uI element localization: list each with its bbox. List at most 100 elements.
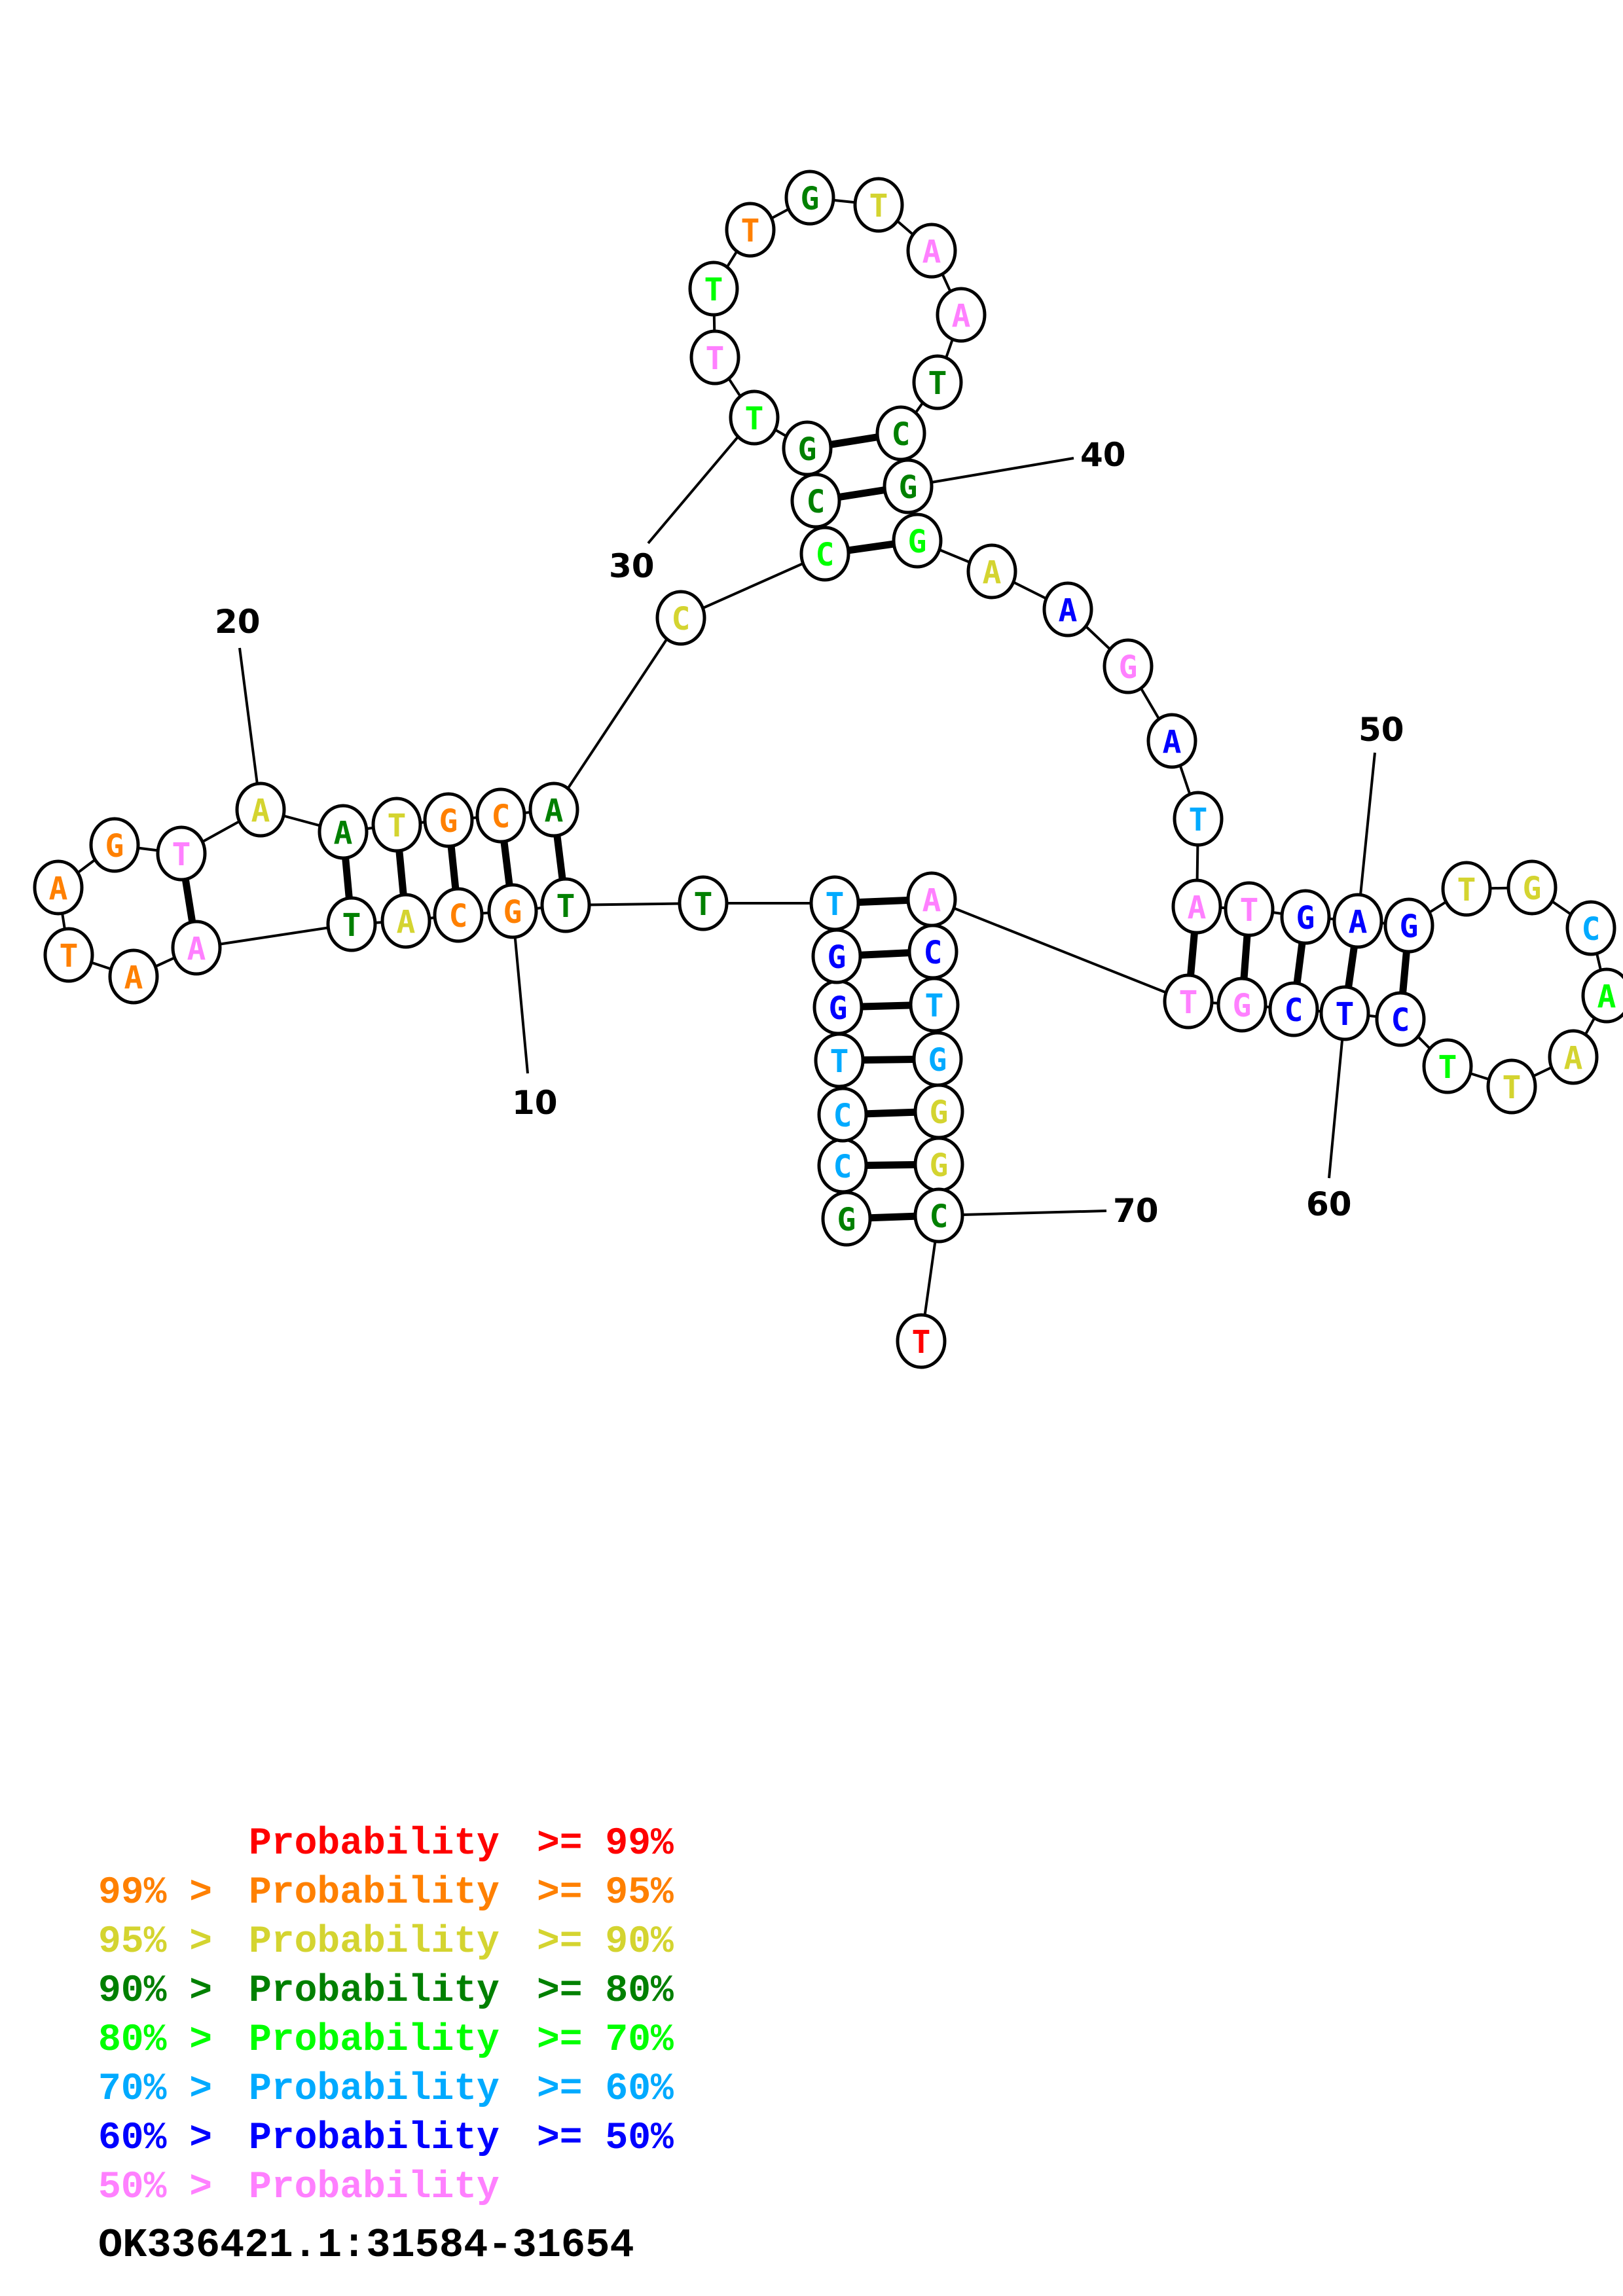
nucleotide: T xyxy=(896,1313,947,1369)
legend-mid: Probability xyxy=(249,2166,500,2209)
nucleotide: C xyxy=(1565,900,1616,956)
nucleotide: T xyxy=(1319,985,1370,1041)
nucleotide-letter: T xyxy=(60,938,79,975)
nucleotide-circle xyxy=(1171,878,1222,935)
nucleotide: G xyxy=(89,817,140,873)
nucleotide-circle xyxy=(1268,981,1319,1037)
legend-row: 99% > Probability >= 95% xyxy=(98,1869,733,1918)
nucleotide: T xyxy=(540,877,591,933)
nucleotide: C xyxy=(433,887,484,943)
nucleotide-letter: A xyxy=(1349,904,1368,941)
nucleotide-circle xyxy=(1581,967,1623,1024)
nucleotide-letter: T xyxy=(1189,802,1208,838)
nucleotide-circle xyxy=(1319,985,1370,1041)
nucleotide: A xyxy=(906,223,957,279)
nucleotide-circle xyxy=(1280,889,1331,945)
nucleotide-circle xyxy=(156,825,207,882)
nucleotide-letter: G xyxy=(801,181,820,217)
nucleotide-letter: A xyxy=(49,870,68,907)
nucleotide-letter: T xyxy=(745,401,764,437)
legend-mid: Probability xyxy=(249,1921,500,1964)
nucleotide-letter: A xyxy=(545,793,564,829)
nucleotide-letter: T xyxy=(925,988,944,1024)
nucleotide-letter: C xyxy=(1391,1002,1410,1039)
nucleotide-circle xyxy=(433,887,484,943)
nucleotide: A xyxy=(171,920,222,976)
nucleotide-circle xyxy=(380,893,431,949)
nucleotide-circle xyxy=(1224,881,1275,937)
legend-mid: Probability xyxy=(249,2117,500,2160)
nucleotide-circle xyxy=(688,260,739,317)
nucleotide-circle xyxy=(784,170,835,226)
nucleotide: T xyxy=(1224,881,1275,937)
nucleotide: T xyxy=(1441,861,1492,917)
nucleotide-letter: A xyxy=(952,298,971,334)
nucleotide: T xyxy=(729,389,780,446)
legend-left: 50% > xyxy=(98,2166,213,2209)
nucleotide-letter: C xyxy=(833,1149,852,1185)
nucleotide-circle xyxy=(371,797,422,853)
nucleotide-circle xyxy=(528,781,579,838)
nucleotide-letter: C xyxy=(1285,992,1304,1029)
nucleotide-circle xyxy=(1506,859,1558,916)
nucleotide: A xyxy=(380,893,431,949)
nucleotide-letter: C xyxy=(924,935,943,971)
nucleotide-circle xyxy=(326,896,377,952)
nucleotide: T xyxy=(809,875,860,931)
nucleotide-letter: A xyxy=(1163,724,1182,761)
nucleotide-letter: A xyxy=(124,960,143,996)
nucleotide-letter: G xyxy=(1523,870,1542,907)
nucleotide-letter: G xyxy=(837,1202,856,1238)
nucleotide-letter: C xyxy=(892,416,911,453)
legend-mid: Probability xyxy=(249,1970,500,2013)
nucleotide-letter: T xyxy=(694,886,713,923)
nucleotide-circle xyxy=(906,223,957,279)
legend-right: >= 95% xyxy=(537,1872,674,1914)
probability-legend: Probability>= 99% 99% >Probability>= 95%… xyxy=(98,1820,733,2212)
legend-left: 99% > xyxy=(98,1872,213,1914)
position-label-leader xyxy=(647,416,756,545)
nucleotide-circle xyxy=(171,920,222,976)
position-label-leader xyxy=(1357,752,1376,922)
nucleotide: T xyxy=(814,1032,865,1088)
nucleotide-letter: A xyxy=(251,793,270,829)
nucleotide: G xyxy=(1383,897,1434,954)
nucleotide-circle xyxy=(1565,900,1616,956)
nucleotide: T xyxy=(909,977,960,1033)
nucleotide-letter: G xyxy=(928,1042,947,1079)
nucleotide: G xyxy=(892,512,943,569)
nucleotide-circle xyxy=(487,883,538,939)
nucleotide-circle xyxy=(799,526,850,582)
nucleotide-letter: C xyxy=(449,898,468,935)
backbone-segment xyxy=(553,617,682,811)
nucleotide: A xyxy=(1171,878,1222,935)
nucleotide-circle xyxy=(892,512,943,569)
backbone-segment xyxy=(931,898,1189,1003)
nucleotide: A xyxy=(1332,893,1383,949)
nucleotide-circle xyxy=(912,354,963,410)
nucleotide-letter: T xyxy=(1503,1069,1522,1106)
nucleotide: T xyxy=(1173,791,1224,847)
legend-mid: Probability xyxy=(249,1872,500,1914)
nucleotide-circle xyxy=(1146,713,1197,769)
nucleotide: A xyxy=(1548,1029,1599,1085)
nucleotide-circle xyxy=(1422,1038,1473,1094)
nucleotide: T xyxy=(725,202,776,258)
legend-left: 95% > xyxy=(98,1921,213,1964)
nucleotide-circle xyxy=(1383,897,1434,954)
legend-right: >= 80% xyxy=(537,1970,674,2013)
nucleotide: C xyxy=(817,1138,868,1194)
legend-row: 60% >Probability>= 50% xyxy=(98,2114,733,2163)
nucleotide-letter: G xyxy=(1233,988,1252,1024)
nucleotide-letter: T xyxy=(830,1043,849,1080)
nucleotide-letter: C xyxy=(807,484,826,520)
nucleotide: C xyxy=(913,1187,964,1244)
nucleotide: G xyxy=(487,883,538,939)
nucleotide-letter: T xyxy=(388,808,407,844)
nucleotide: T xyxy=(1422,1038,1473,1094)
legend-row: 80% >Probability>= 70% xyxy=(98,2016,733,2065)
nucleotide: T xyxy=(678,875,729,931)
nucleotide: G xyxy=(423,792,474,848)
nucleotide-circle xyxy=(678,875,729,931)
nucleotide: G xyxy=(821,1191,872,1247)
